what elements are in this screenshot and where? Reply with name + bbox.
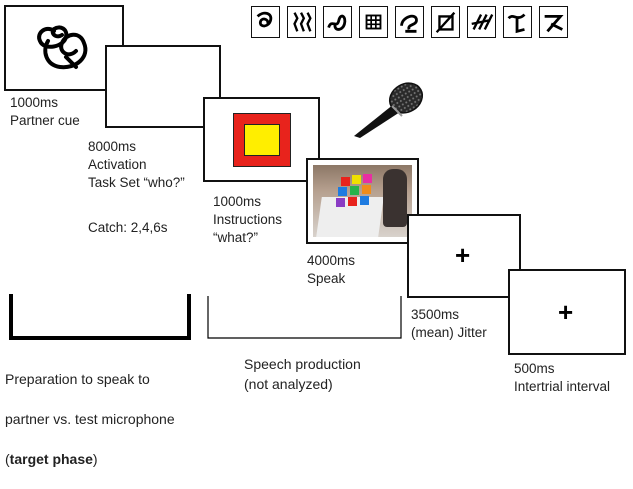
jitter-frame: + [407,214,521,298]
squiggle-symbol-icon-5 [431,6,460,38]
partner-cue-frame [4,5,124,91]
squiggle-symbol-icon-8 [539,6,568,38]
grid-symbol-icon [359,6,388,38]
speech-production-caption: Speech production (not analyzed) [244,356,361,392]
target-phase-caption: Preparation to speak to partner vs. test… [5,371,175,467]
catch-label: Catch: 2,4,6s [88,220,168,235]
speech-production-bracket [207,296,402,339]
activation-frame [105,45,221,128]
squiggle-symbol-icon-7 [503,6,532,38]
squiggle-symbol-icon-6 [467,6,496,38]
yellow-square [244,124,280,156]
squiggle-symbol-icon-1 [251,6,280,38]
intertrial-label: 500ms Intertrial interval [514,361,611,394]
speaking-scene-photo [313,165,412,237]
speak-frame [306,158,419,244]
target-phase-bracket [9,294,191,340]
jitter-label: 3500ms (mean) Jitter [411,307,487,340]
fixation-cross: + [455,240,471,270]
instructions-label: 1000ms Instructions “what?” [213,194,283,245]
instructions-frame [203,97,320,182]
target-phase-bold: target phase [9,451,93,467]
microphone-icon [354,82,424,138]
fixation-cross: + [558,297,574,327]
red-square [233,113,291,167]
speak-label: 4000ms Speak [307,253,356,286]
partner-scribble-icon [37,25,88,70]
intertrial-frame: + [508,269,626,355]
squiggle-symbol-icon-3 [323,6,352,38]
partner-cue-label: 1000ms Partner cue [10,95,80,128]
squiggle-symbol-icon-2 [287,6,316,38]
activation-label: 8000ms Activation Task Set “who?” [88,139,185,190]
squiggle-symbol-icon-4 [395,6,424,38]
